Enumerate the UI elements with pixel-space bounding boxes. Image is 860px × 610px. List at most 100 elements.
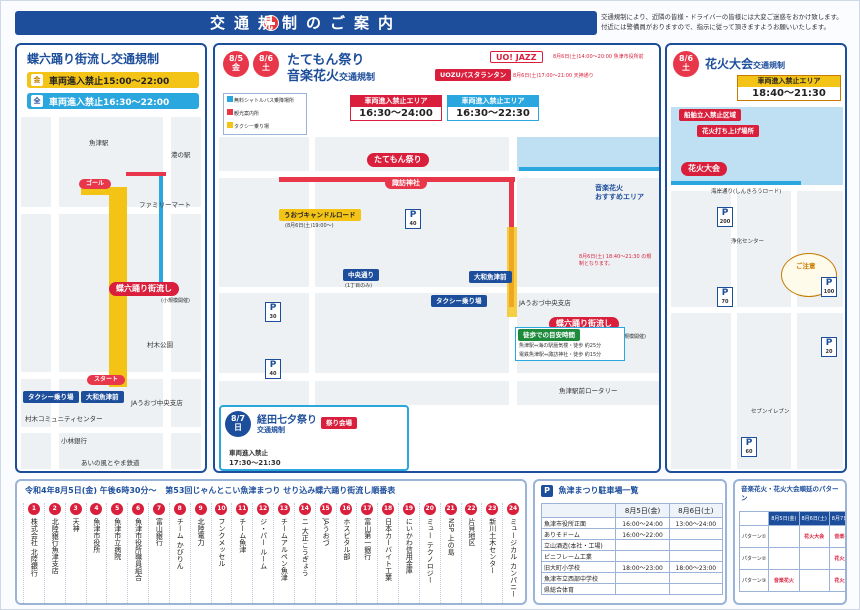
label-murakami: 村木公園: [147, 341, 173, 349]
order-number: 3: [69, 503, 82, 515]
pattern-head: 8月5日(金) 8月6日(土) 8月7日(日): [738, 511, 845, 526]
left-red-route: [126, 172, 166, 176]
legend-text-info: 観光案内所: [234, 111, 260, 117]
order-name: チーム魚津: [238, 518, 247, 553]
order-name: 富山銀行: [155, 518, 164, 546]
parking-cell-t2: [668, 550, 724, 562]
c-yellow-route: [507, 227, 517, 317]
center-date-1: 8/5 金: [223, 51, 249, 77]
jinkyu-label: 浄化センター: [731, 239, 765, 245]
center-map: たてもん祭り 諏訪神社 うおづキャンドルロード (8月6日(土)19:00～) …: [219, 137, 659, 405]
center-subtitle-suffix: 交通規制: [339, 73, 376, 83]
order-number: 5: [111, 503, 124, 515]
left-panel: 蝶六踊り街流し交通規制 金 車両進入禁止15:00～22:00 全 車両進入禁止…: [15, 43, 207, 473]
pattern-cell: [768, 547, 800, 570]
left-blue-route: [159, 172, 163, 282]
center-date-2-day: 土: [262, 63, 270, 72]
parking-list-title-wrap: P 魚津まつり駐車場一覧: [541, 485, 639, 497]
left-panel-title: 蝶六踊り街流し交通規制: [27, 52, 160, 66]
legend-text-shuttle: 無料シャトルバス乗降場所: [234, 98, 295, 104]
parking-head-blank: [540, 503, 617, 518]
uozu-bar-badge: UOZUバスタランタン: [435, 69, 512, 81]
pattern-cell: 音楽花火: [828, 525, 845, 548]
parking-r-3-num: 100: [823, 289, 835, 295]
parking-cell-t2: 13:00～24:00: [668, 517, 724, 529]
order-column: 4 魚津市役所: [85, 503, 107, 603]
parking-head-date2: 8月6日(土): [668, 503, 724, 518]
right-title-wrap: 花火大会交通規制: [705, 55, 785, 72]
kyoden-panel: 8/7 日 経田七夕祭り 交通規制 車両進入禁止 17:30～21:30 祭り会…: [219, 405, 409, 471]
kyoden-date-num: 8/7: [230, 414, 246, 423]
walk-title: 徒歩での目安時間: [518, 329, 580, 341]
parking-row: 魚津市立西部中学校: [540, 572, 724, 584]
notice-line-2: 付近には警備員がおりますので、指示に従って頂きますようお願いいたします。: [601, 23, 830, 31]
left-map: 魚津駅 港の駅 ファミリーマート ゴール 蝶六踊り街流し (小規模開催) 村木公…: [21, 117, 201, 469]
right-date-day: 土: [682, 63, 690, 72]
restrict-sat-time: 16:30～24:00: [359, 108, 433, 119]
parking-cell-t2: [668, 528, 724, 540]
order-number: 12: [257, 503, 270, 515]
notice-line-1: 交通規制により、近隣の皆様・ドライバーの皆様には大変ご迷惑をおかけ致します。: [601, 13, 843, 21]
parking-cell-t1: 16:00～22:00: [615, 528, 670, 540]
order-name: ニ 大正こうぎょう: [301, 518, 310, 577]
kaihin-label: 海岸通り(しんきろうロード): [711, 189, 782, 195]
r-road-v1: [731, 185, 737, 469]
parking-r-4-num: 20: [825, 349, 833, 355]
order-number: 23: [486, 503, 499, 515]
order-name: 魚津市役所職員組合: [134, 518, 143, 581]
parking-row: 立山酒造(本社・工場): [540, 539, 724, 551]
pattern-cell: [768, 525, 800, 548]
parking-cell-t1: [615, 539, 670, 551]
order-number: 22: [465, 503, 478, 515]
pattern-row-name: パターン②: [738, 547, 770, 570]
label-uozu-station: 魚津駅: [89, 139, 109, 147]
pattern-cell: 花火大会: [798, 525, 830, 548]
walk-box: 徒歩での目安時間 魚津駅⇔海の駅蜃気楼・徒歩 約25分 電鉄魚津駅⇔諏訪神社・徒…: [515, 327, 625, 361]
order-name: 魚津市役所: [92, 518, 101, 553]
pattern-row: パターン①花火大会音楽花火: [738, 525, 845, 548]
right-restrict-text: 車両進入禁止エリア: [738, 76, 840, 87]
order-number: 8: [173, 503, 186, 515]
pattern-cell: 花火大会: [828, 547, 845, 570]
order-number: 10: [215, 503, 228, 515]
c-road-h1: [219, 171, 659, 178]
order-number: 6: [132, 503, 145, 515]
c-blue-route: [519, 167, 659, 171]
label-bridge: あいの風とやま鉄道: [81, 459, 140, 467]
parking-cell-t1: [615, 583, 670, 595]
left-row-2: 全 車両進入禁止16:30～22:00: [27, 93, 199, 109]
pattern-cell: [798, 547, 830, 570]
center-subtitle: 音楽花火: [287, 69, 340, 84]
order-name: 北陸電力: [197, 518, 206, 546]
pattern-cell: 音楽花火: [768, 569, 800, 592]
right-hanabi-badge: 花火大会: [681, 162, 727, 176]
order-name: 日本カーバイト工業: [384, 518, 393, 581]
order-number: 4: [90, 503, 103, 515]
label-ja: JAうおづ中央支店: [131, 399, 183, 407]
no-entry-icon: [263, 15, 279, 31]
c-road-h2: [219, 287, 659, 293]
order-number: 19: [402, 503, 415, 515]
kyoden-time: 17:30～21:30: [229, 459, 281, 467]
uo-jazz-badge: UO! JAZZ: [490, 51, 543, 63]
left-parade-note: (小規模開催): [161, 298, 190, 304]
right-date: 8/6 土: [673, 51, 699, 77]
